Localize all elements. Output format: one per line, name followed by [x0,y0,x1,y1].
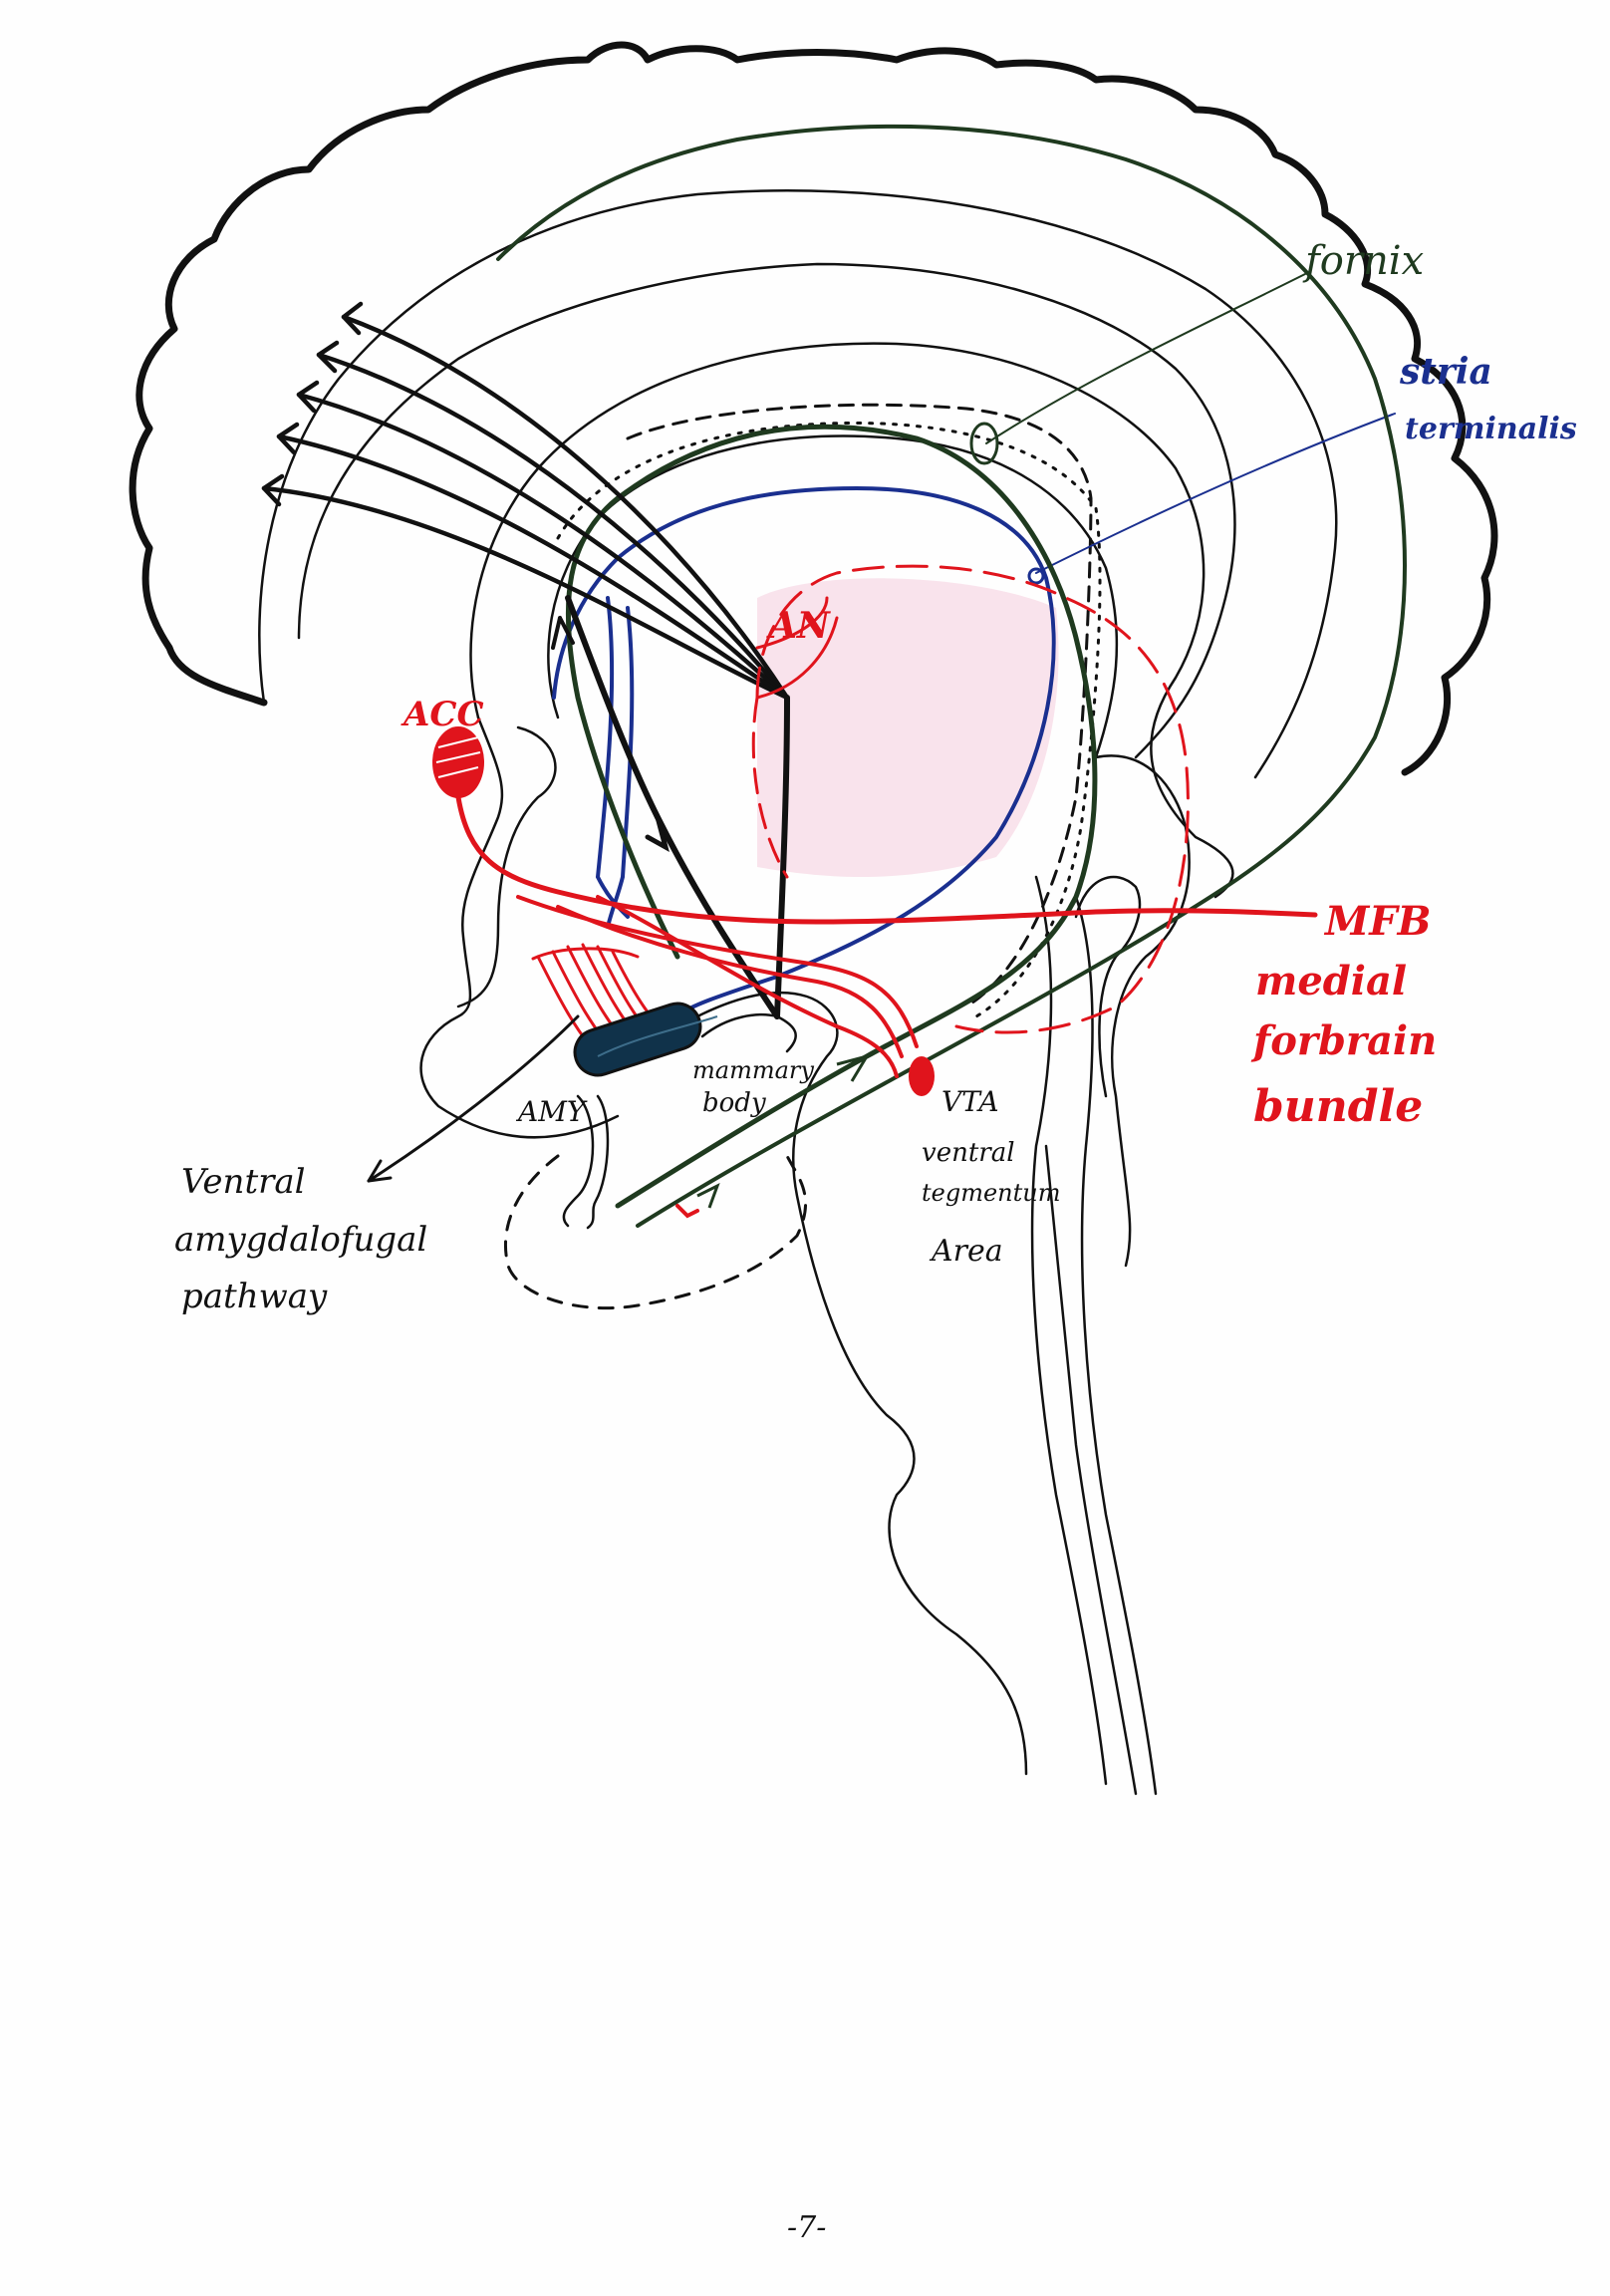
dotted-thalamus-outline [556,421,1102,1018]
fourth-ventricle-outline [1074,875,1142,1098]
ventricle-outline [547,434,1119,759]
fornix-path [496,124,1407,1228]
mammary-body-outline [700,1012,797,1053]
brainstem-outline [695,991,1028,1776]
label-acc: ACC [401,695,484,734]
brainstem-outline-3 [1074,895,1158,1796]
label-area: Area [929,1234,1003,1269]
label-terminalis: terminalis [1405,412,1577,446]
aqueduct-outline [1044,1144,1138,1796]
label-bundle: bundle [1253,1081,1423,1132]
dashed-temporal-outline [503,1154,808,1310]
dashed-thalamus-outline [626,403,1093,1008]
label-vap-amygdalofugal: amygdalofugal [174,1220,427,1260]
label-fornix: fornix [1302,238,1424,284]
amy-structure [573,1002,718,1077]
label-ventral: ventral [922,1138,1015,1168]
label-mfb: MFB [1323,898,1431,945]
vap-arrow [367,1014,580,1183]
label-medial: medial [1255,958,1407,1004]
vta-structure [909,1056,935,1096]
page-number: -7- [787,2210,826,2245]
label-forbrain: forbrain [1250,1017,1437,1064]
label-amy: AMY [515,1095,588,1128]
cerebellum-outline [1094,754,1191,1268]
label-an: AN [766,605,832,647]
thalamus-shading [757,578,1059,877]
inner-cortex-line [297,262,1236,759]
label-mammary: mammary [692,1056,814,1084]
frontal-base-outline-2 [456,725,557,1008]
cortex-outline [129,41,1498,776]
cingulate-outline [258,189,1338,779]
brainstem-outline-2 [1030,875,1108,1786]
acc-structure [432,726,484,798]
label-vap-pathway: pathway [181,1277,328,1316]
stria-terminalis-path [552,413,1396,1018]
label-tegmentum: tegmentum [922,1179,1061,1207]
label-body: body [702,1088,766,1118]
frontal-base-outline [419,716,620,1139]
hippocampus-outline [562,1094,610,1230]
label-vta: VTA [941,1085,999,1118]
an-cortical-projections [261,301,790,1019]
label-stria: stria [1399,351,1492,393]
label-vap-ventral: Ventral [181,1162,306,1202]
